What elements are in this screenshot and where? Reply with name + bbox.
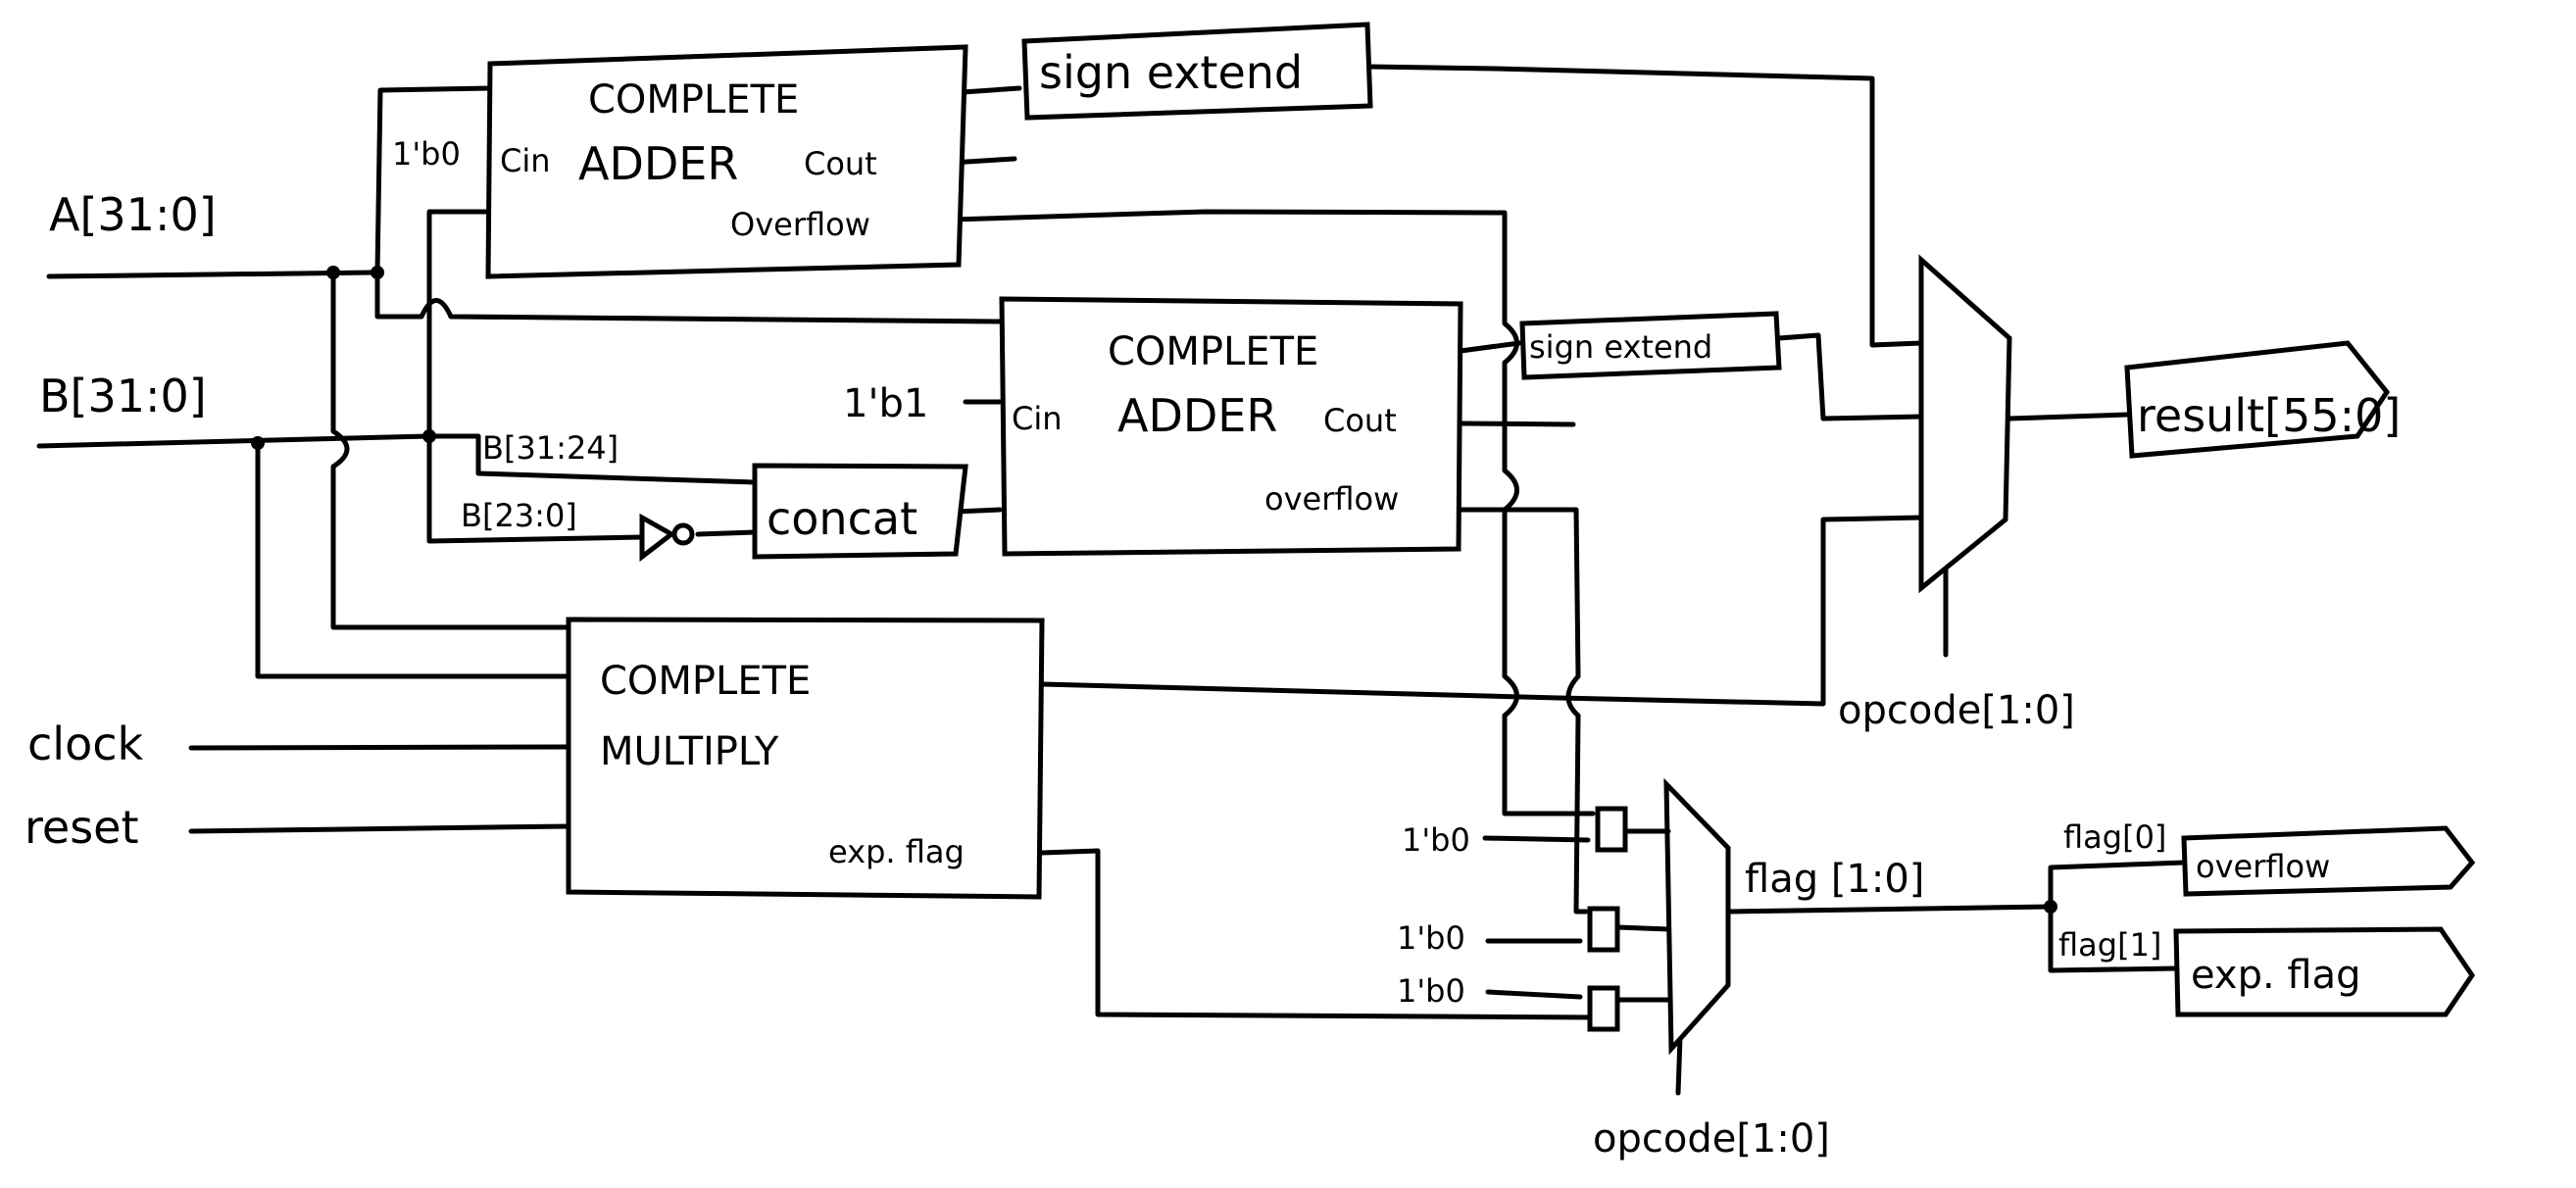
junction-dot <box>422 429 436 443</box>
flag-mux-shape[interactable] <box>1663 777 1731 1056</box>
wire-inv-to-concat <box>695 529 758 537</box>
flag-const-2: 1'b0 <box>1397 972 1465 1010</box>
adder-1-overflow-label: Overflow <box>730 206 870 243</box>
wire-adder2-cout <box>1458 421 1576 427</box>
adder-1-box[interactable] <box>485 44 968 279</box>
adder-2-cin-value: 1'b1 <box>843 381 928 426</box>
input-reset-label: reset <box>25 801 139 854</box>
multiplier-exp-flag-label: exp. flag <box>828 833 965 870</box>
junction-dot <box>251 436 265 450</box>
adder-2-cin: Cin <box>1012 400 1063 437</box>
input-a-label: A[31:0] <box>49 188 217 241</box>
adder-1-cin-value: 1'b0 <box>392 135 461 173</box>
wire-a-to-adder1 <box>374 85 493 275</box>
sign-extend-2[interactable]: sign extend <box>1519 311 1782 380</box>
adder-1-name: ADDER <box>578 137 738 190</box>
flag-mux-select-label: opcode[1:0] <box>1593 1116 1830 1162</box>
flag-bus-label: flag [1:0] <box>1745 857 1924 902</box>
adder-2-overflow-label: overflow <box>1264 480 1399 518</box>
b-upper-label: B[31:24] <box>482 429 619 467</box>
overflow-output-shape[interactable] <box>2181 825 2476 897</box>
wire-adder1-overflow <box>916 209 1596 817</box>
result-output-port[interactable]: result[55:0] <box>2124 340 2401 459</box>
flag-mux-input-box <box>1587 906 1620 953</box>
adder-1-cin: Cin <box>500 142 551 179</box>
wire-flag-out <box>1727 904 2054 915</box>
wire-b-upper <box>426 433 758 485</box>
multiplier-box[interactable] <box>566 617 1045 900</box>
wire-exp-flag <box>1039 848 1601 1020</box>
sign-extend-1-label: sign extend <box>1039 46 1303 99</box>
flag-mux-input-box <box>1587 985 1620 1032</box>
concat-box[interactable] <box>752 463 968 560</box>
exp-flag-output-port[interactable]: exp. flag <box>2173 926 2476 1017</box>
wire-b-to-multiply <box>255 440 571 679</box>
overflow-output-port[interactable]: overflow <box>2181 825 2476 897</box>
inverter[interactable] <box>639 513 695 563</box>
wire-b-to-adder1 <box>426 209 493 439</box>
wire-flag0 <box>2048 860 2187 910</box>
concat[interactable]: concat <box>752 463 968 560</box>
b-lower-label: B[23:0] <box>461 497 577 534</box>
result-mux-shape[interactable] <box>1918 254 2012 594</box>
wire-b-input <box>36 433 432 449</box>
wire-flag-box-1 <box>1614 924 1671 932</box>
adder-2-title: COMPLETE <box>1108 329 1318 374</box>
adder-2-box[interactable] <box>999 296 1463 557</box>
inverter-bubble <box>671 522 695 546</box>
adder-1-cout: Cout <box>804 145 877 182</box>
result-mux[interactable]: opcode[1:0] <box>1838 254 2075 733</box>
wire-flag-const-0 <box>1482 835 1591 843</box>
wire-adder2-sum <box>1458 340 1522 354</box>
multiplier-name: MULTIPLY <box>600 729 779 774</box>
result-output-shape[interactable] <box>2124 340 2391 459</box>
junction-dot <box>326 266 340 279</box>
result-mux-select-label: opcode[1:0] <box>1838 688 2075 733</box>
wire-flag1 <box>2048 904 2179 973</box>
flag-mux[interactable]: 1'b0 1'b0 1'b0 opcode[1:0] <box>1397 777 1830 1162</box>
adder-1-title: COMPLETE <box>588 77 799 123</box>
multiplier[interactable]: COMPLETE MULTIPLY exp. flag <box>566 617 1045 900</box>
exp-flag-output-label: exp. flag <box>2191 953 2361 998</box>
wire-sext1-to-mux <box>1364 64 1924 348</box>
adder-1[interactable]: COMPLETE ADDER Cin Cout Overflow 1'b0 <box>392 44 968 279</box>
wire-clock <box>188 744 571 751</box>
result-output-label: result[55:0] <box>2137 389 2401 442</box>
flag-const-0: 1'b0 <box>1402 821 1470 859</box>
wire-a-to-multiply <box>330 270 571 630</box>
wire-adder2-overflow <box>1458 507 1589 915</box>
adder-2-name: ADDER <box>1117 389 1277 442</box>
concat-label: concat <box>767 492 917 545</box>
wire-b-lower <box>426 433 645 544</box>
wires <box>36 64 2187 1096</box>
wire-result-out <box>2006 412 2130 421</box>
wire-multiply-to-mux <box>1039 515 1924 707</box>
sign-extend-1[interactable]: sign extend <box>1021 22 1373 121</box>
wire-flag-const-2 <box>1485 989 1583 1000</box>
overflow-output-label: overflow <box>2196 848 2330 885</box>
input-b-label: B[31:0] <box>39 370 207 422</box>
junctions <box>251 266 2057 914</box>
adder-2-cout: Cout <box>1323 402 1397 439</box>
exp-flag-output-shape[interactable] <box>2173 926 2476 1017</box>
wire-a-input <box>46 270 380 279</box>
wire-sext2-to-mux <box>1776 332 1924 421</box>
adder-2[interactable]: COMPLETE ADDER Cin Cout overflow 1'b1 <box>843 296 1463 557</box>
wire-concat-to-adder2 <box>953 507 1003 515</box>
inverter-icon[interactable] <box>639 513 676 563</box>
flag0-label: flag[0] <box>2063 818 2166 856</box>
multiplier-title: COMPLETE <box>600 659 811 704</box>
sign-extend-2-label: sign extend <box>1529 328 1712 366</box>
input-clock-label: clock <box>27 718 144 770</box>
flag-mux-input-box <box>1595 806 1628 853</box>
sign-extend-1-box[interactable] <box>1021 22 1373 121</box>
flag-const-1: 1'b0 <box>1397 919 1465 957</box>
wire-reset <box>188 823 571 834</box>
junction-dot <box>2044 900 2057 914</box>
junction-dot <box>371 266 384 279</box>
sign-extend-2-box[interactable] <box>1519 311 1782 380</box>
wire-a-to-adder2 <box>374 270 1003 324</box>
flag1-label: flag[1] <box>2058 926 2161 964</box>
